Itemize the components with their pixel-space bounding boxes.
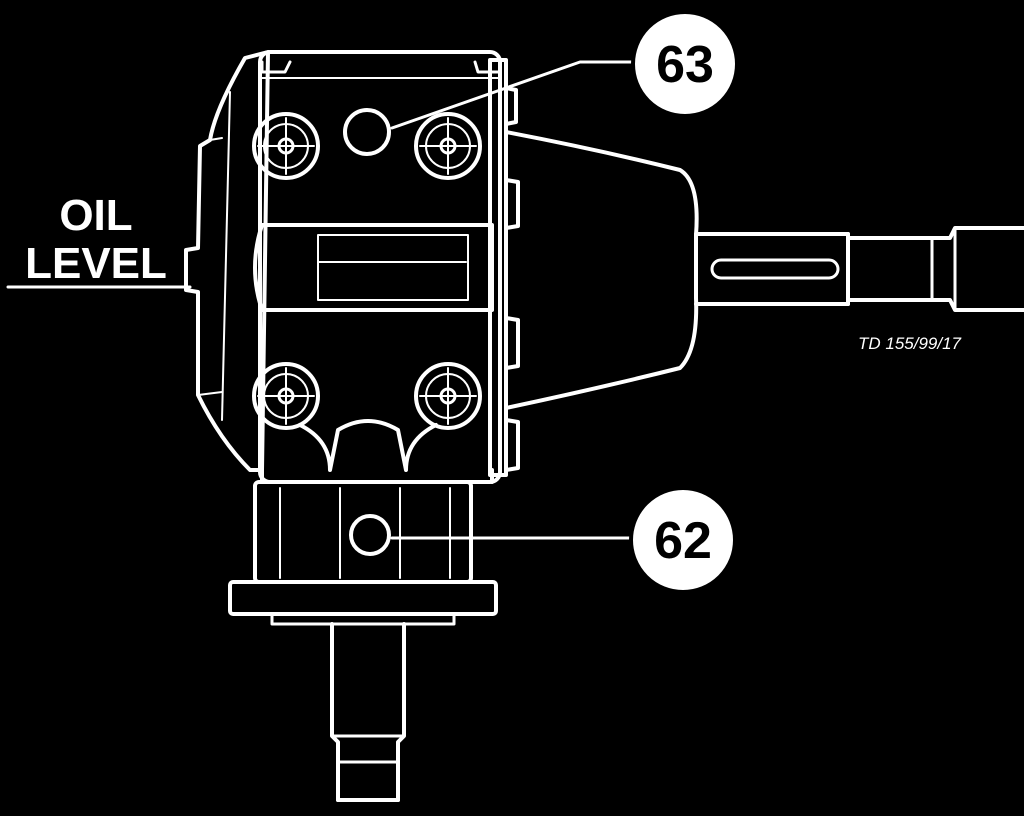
flange-bolt-2	[504, 178, 520, 230]
lower-cylinder	[253, 480, 473, 584]
shaft-keyway	[710, 258, 840, 280]
shaft-collar	[930, 226, 957, 312]
callout-number-63: 63	[656, 36, 714, 94]
bolt-boss-bottom-right	[414, 362, 482, 430]
bolt-bottom-left-cross	[257, 367, 315, 425]
leader-line-63	[390, 60, 634, 130]
callout-number-62: 62	[654, 512, 712, 570]
bolt-bottom-right-cross	[419, 367, 477, 425]
callout-circle-63	[631, 10, 739, 118]
base-flange-lip	[270, 612, 456, 626]
recess-window	[317, 234, 469, 301]
plug-63	[343, 108, 391, 156]
bolt-boss-top-right	[414, 112, 482, 180]
end-cover-rim	[221, 91, 231, 421]
flange-bolt-3	[504, 316, 520, 370]
bolt-boss-top-left	[252, 112, 320, 180]
output-shaft	[694, 226, 1024, 312]
bolt-top-left-cross	[257, 117, 315, 175]
bolt-top-right-cross	[419, 117, 477, 175]
base-flange	[228, 580, 498, 616]
housing-top-notch	[260, 60, 500, 74]
lower-cylinder-grooves	[279, 487, 451, 579]
left-end-cover	[184, 50, 270, 472]
housing-neck	[298, 419, 438, 472]
output-cone	[504, 130, 699, 410]
flange-bolt-1	[504, 86, 518, 126]
oil-label-line1: OIL	[59, 191, 132, 240]
housing-recess	[253, 223, 494, 312]
callout-circle-62	[629, 486, 737, 594]
input-shaft	[330, 622, 406, 802]
end-cover-seam	[197, 137, 223, 396]
plug-62	[349, 514, 391, 556]
flange-bolt-4	[504, 418, 520, 472]
bolt-boss-bottom-left	[252, 362, 320, 430]
oil-label-line2: LEVEL	[25, 239, 167, 288]
drawing-reference: TD 155/99/17	[858, 334, 962, 353]
